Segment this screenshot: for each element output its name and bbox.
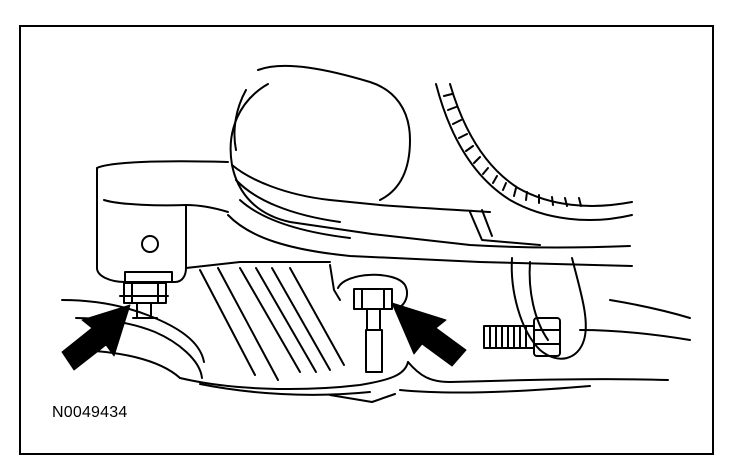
bracket-block xyxy=(96,160,229,283)
callout-arrow-right xyxy=(391,302,467,367)
arrow-icon xyxy=(391,302,467,367)
figure-id-label: N0049434 xyxy=(52,404,128,421)
right-nut xyxy=(337,273,408,373)
right-bracket xyxy=(483,257,587,360)
ribbed-structure xyxy=(185,261,345,381)
hoses xyxy=(61,299,691,403)
arrow-icon xyxy=(61,304,131,371)
housing-outline xyxy=(227,64,633,267)
callout-arrow-left xyxy=(61,304,131,371)
toothed-ring xyxy=(435,83,633,246)
